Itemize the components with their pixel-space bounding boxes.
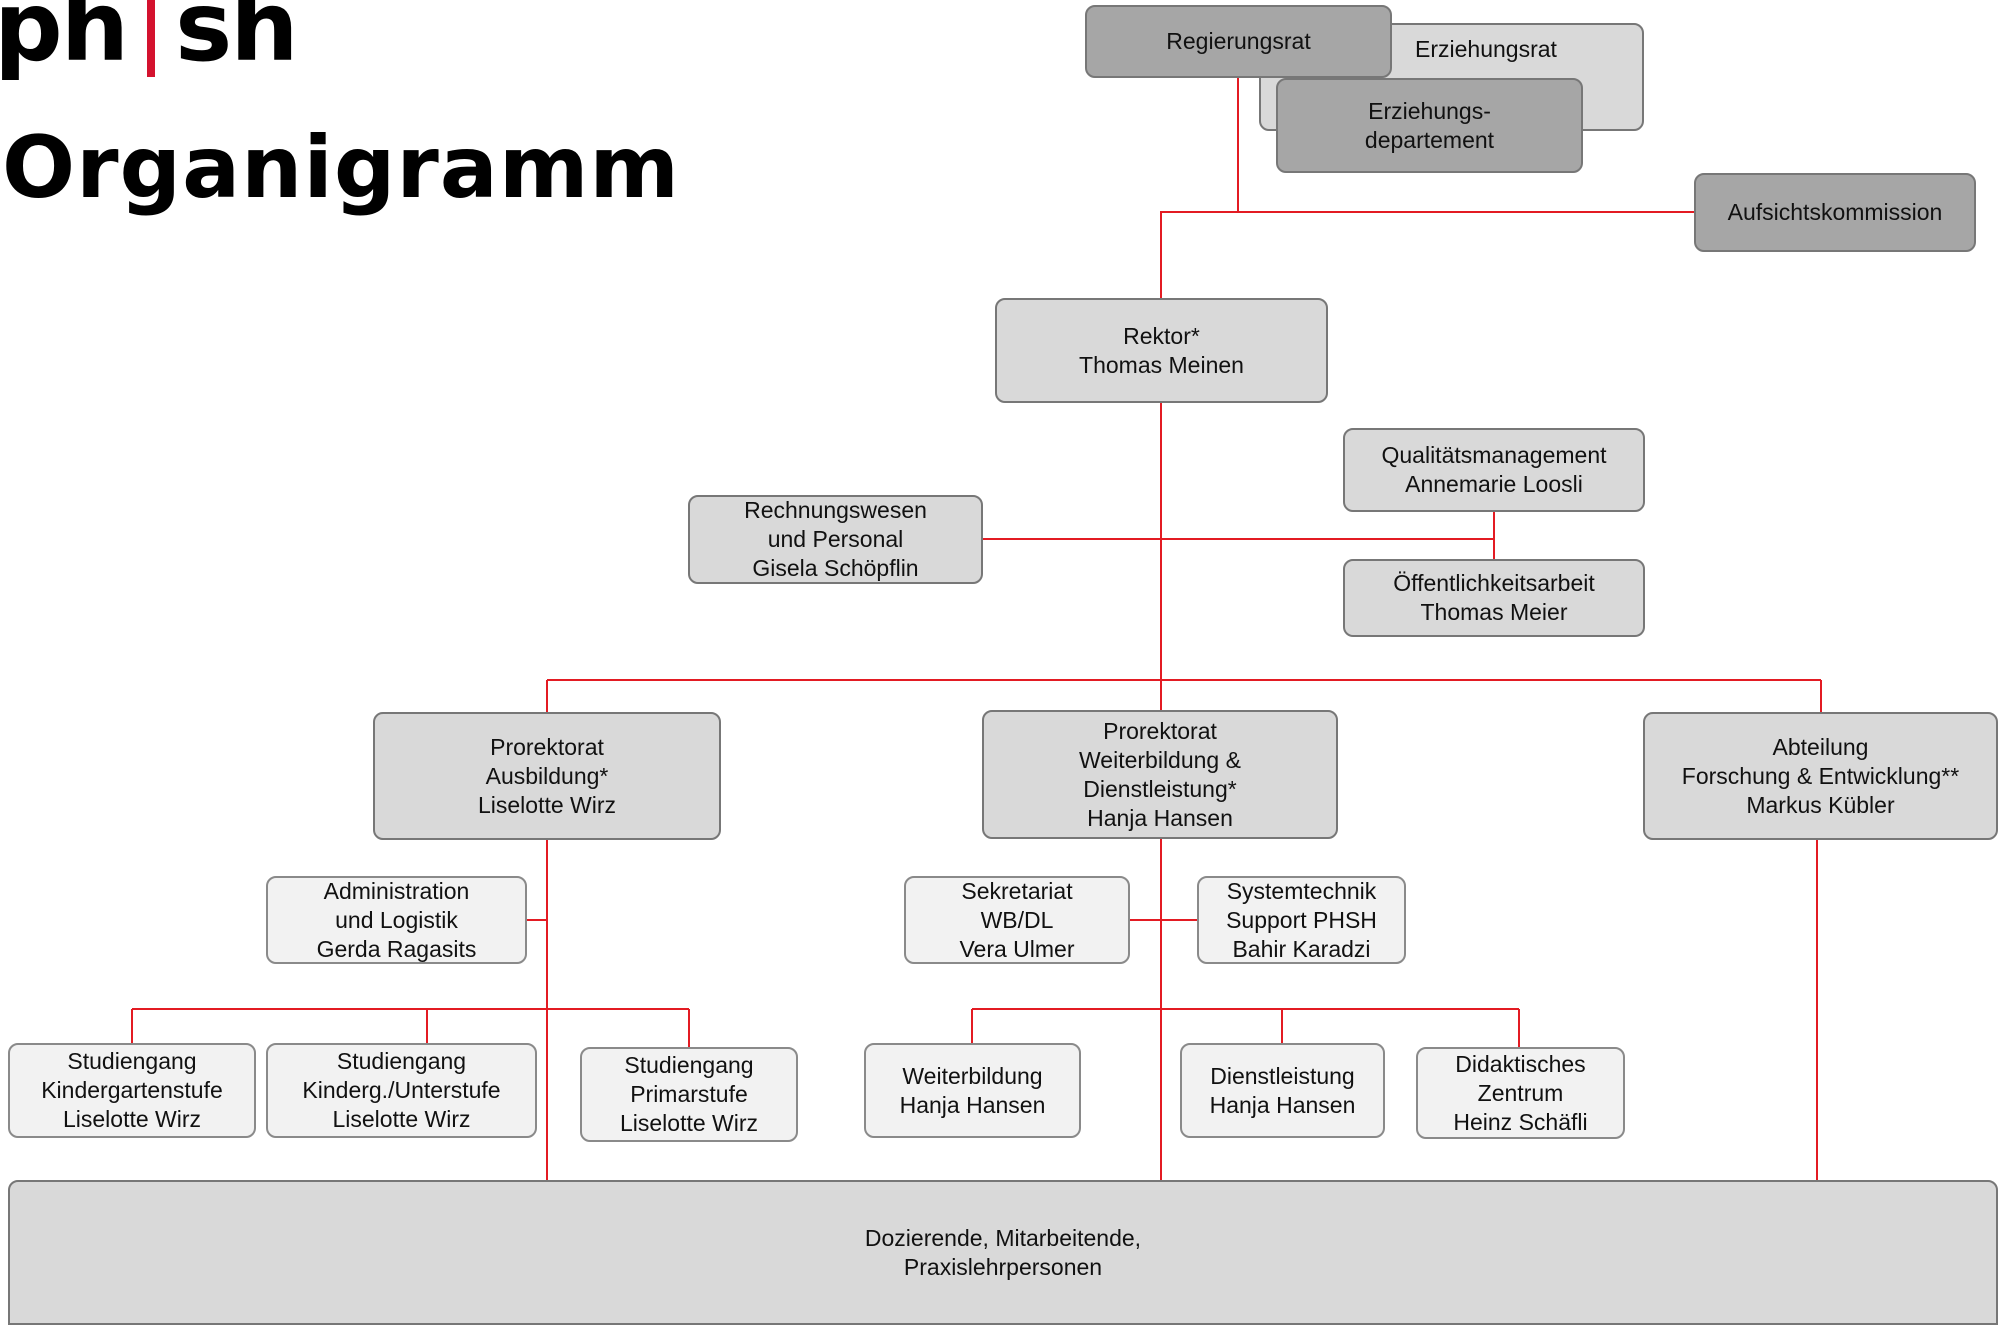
box-sg-kindergarten: Studiengang Kindergartenstufe Liselotte …	[8, 1043, 256, 1138]
box-sekretariat-label: Sekretariat WB/DL Vera Ulmer	[959, 877, 1075, 962]
box-systemtechnik: Systemtechnik Support PHSH Bahir Karadzi	[1197, 876, 1406, 964]
box-administration: Administration und Logistik Gerda Ragasi…	[266, 876, 527, 964]
box-erziehungsdepartement: Erziehungs- departement	[1276, 78, 1583, 173]
box-prorektorat-weiterbildung-label: Prorektorat Weiterbildung & Dienstleistu…	[1079, 717, 1241, 831]
box-prorektorat-weiterbildung: Prorektorat Weiterbildung & Dienstleistu…	[982, 710, 1338, 839]
box-rechnungswesen-label: Rechnungswesen und Personal Gisela Schöp…	[744, 497, 927, 581]
box-oeffentlichkeitsarbeit: Öffentlichkeitsarbeit Thomas Meier	[1343, 559, 1645, 637]
box-aufsichtskommission: Aufsichtskommission	[1694, 173, 1976, 252]
box-didaktisches-zentrum-label: Didaktisches Zentrum Heinz Schäfli	[1453, 1050, 1588, 1135]
box-rektor: Rektor* Thomas Meinen	[995, 298, 1328, 403]
box-abteilung-forschung: Abteilung Forschung & Entwicklung** Mark…	[1643, 712, 1998, 840]
box-regierungsrat: Regierungsrat	[1085, 5, 1392, 78]
box-administration-label: Administration und Logistik Gerda Ragasi…	[316, 877, 477, 962]
box-regierungsrat-label: Regierungsrat	[1166, 28, 1311, 54]
box-weiterbildung: Weiterbildung Hanja Hansen	[864, 1043, 1081, 1138]
logo-text-left: ph	[0, 0, 129, 83]
box-prorektorat-ausbildung-label: Prorektorat Ausbildung* Liselotte Wirz	[477, 733, 617, 818]
box-sg-primarstufe-label: Studiengang Primarstufe Liselotte Wirz	[619, 1052, 759, 1136]
box-dozierende-label: Dozierende, Mitarbeitende, Praxislehrper…	[864, 1224, 1142, 1280]
box-sg-primarstufe: Studiengang Primarstufe Liselotte Wirz	[580, 1047, 798, 1142]
box-qualitaetsmanagement: Qualitätsmanagement Annemarie Loosli	[1343, 428, 1645, 512]
box-oeffentlichkeitsarbeit-label: Öffentlichkeitsarbeit Thomas Meier	[1393, 570, 1595, 625]
box-dienstleistung-label: Dienstleistung Hanja Hansen	[1209, 1062, 1356, 1118]
box-systemtechnik-label: Systemtechnik Support PHSH Bahir Karadzi	[1226, 877, 1377, 962]
box-erziehungsrat-label: Erziehungsrat	[1415, 36, 1557, 62]
box-sg-kinderg-unterstufe-label: Studiengang Kinderg./Unterstufe Liselott…	[302, 1048, 501, 1132]
box-weiterbildung-label: Weiterbildung Hanja Hansen	[899, 1062, 1046, 1118]
box-prorektorat-ausbildung: Prorektorat Ausbildung* Liselotte Wirz	[373, 712, 721, 840]
box-qualitaetsmanagement-label: Qualitätsmanagement Annemarie Loosli	[1381, 442, 1607, 497]
page-title: Organigramm	[2, 118, 681, 218]
box-aufsichtskommission-label: Aufsichtskommission	[1727, 199, 1943, 225]
box-didaktisches-zentrum: Didaktisches Zentrum Heinz Schäfli	[1416, 1047, 1625, 1139]
box-abteilung-forschung-label: Abteilung Forschung & Entwicklung** Mark…	[1681, 733, 1960, 818]
box-sg-kindergarten-label: Studiengang Kindergartenstufe Liselotte …	[41, 1048, 223, 1132]
connector-top-to-rektor	[1160, 78, 1239, 298]
box-dozierende: Dozierende, Mitarbeitende, Praxislehrper…	[8, 1180, 1998, 1325]
logo-text-right: sh	[175, 0, 298, 83]
box-dienstleistung: Dienstleistung Hanja Hansen	[1180, 1043, 1385, 1138]
box-sekretariat: Sekretariat WB/DL Vera Ulmer	[904, 876, 1130, 964]
box-rechnungswesen: Rechnungswesen und Personal Gisela Schöp…	[688, 495, 983, 584]
logo-separator-bar	[147, 0, 156, 77]
box-rektor-label: Rektor* Thomas Meinen	[1079, 322, 1244, 378]
box-sg-kinderg-unterstufe: Studiengang Kinderg./Unterstufe Liselott…	[266, 1043, 537, 1138]
box-erziehungsdepartement-label: Erziehungs- departement	[1364, 97, 1495, 153]
